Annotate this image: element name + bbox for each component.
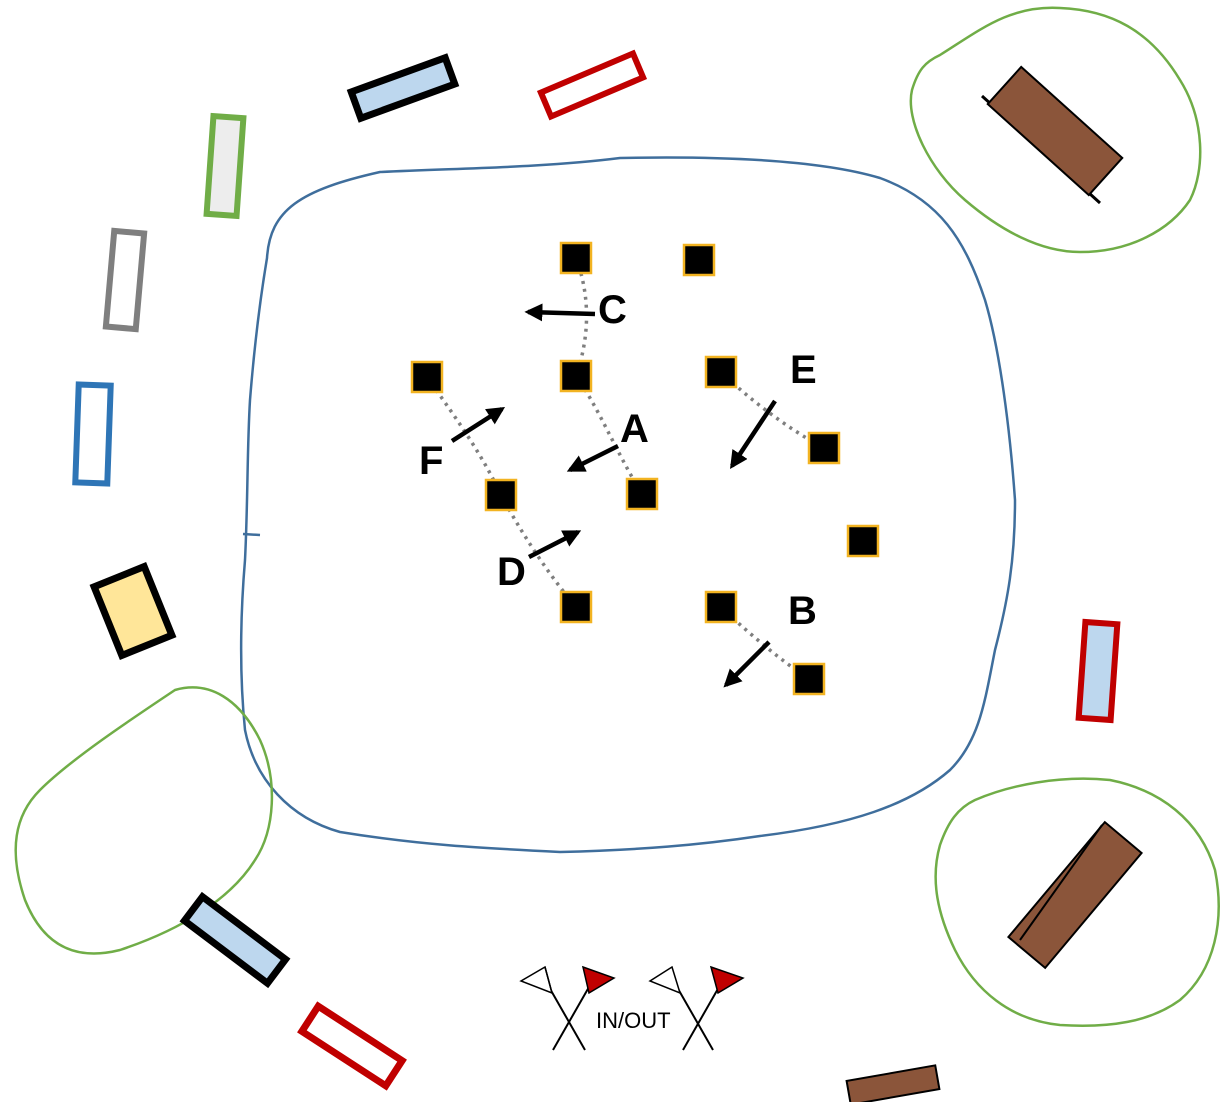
jump-yellow-left — [89, 562, 177, 660]
arrow-d — [527, 529, 582, 560]
marker — [807, 431, 841, 465]
tree-area-bottom-right — [934, 777, 1220, 1027]
marker — [559, 241, 593, 275]
marker — [846, 524, 880, 558]
entrance-flag-left — [519, 965, 616, 1051]
marker — [682, 243, 716, 277]
arrow-b — [723, 640, 771, 688]
marker — [410, 360, 444, 394]
gate-line-c — [574, 257, 589, 377]
jump-light-blue-black-top — [346, 53, 460, 123]
gate-label-b: B — [788, 589, 817, 633]
jump-blue-left — [72, 381, 114, 487]
gate-label-a: A — [620, 407, 649, 451]
marker — [704, 590, 738, 624]
red-flag-icon — [709, 965, 745, 995]
brown-log-bottom — [845, 1064, 941, 1102]
jump-red-bottom — [297, 1001, 407, 1091]
entrance-label: IN/OUT — [596, 1008, 671, 1033]
marker — [625, 477, 659, 511]
jump-gray-left — [102, 227, 148, 333]
gate-line-e — [719, 370, 825, 450]
gate-label-e: E — [790, 348, 817, 392]
white-flag-icon — [648, 965, 682, 995]
marker — [792, 662, 826, 696]
jump-light-blue-black-bottom — [179, 891, 291, 989]
arrow-f — [450, 407, 506, 443]
arrow-a — [566, 443, 620, 473]
gate-line-d — [499, 494, 578, 609]
marker — [559, 359, 593, 393]
red-flag-icon — [581, 965, 616, 995]
jump-light-blue-red-right — [1075, 618, 1121, 724]
marker — [704, 355, 738, 389]
tree-area-top-right — [909, 6, 1202, 254]
gate-label-c: C — [598, 288, 627, 332]
gate-label-d: D — [497, 550, 526, 594]
marker — [484, 478, 518, 512]
gate-label-f: F — [419, 439, 443, 483]
entrance-flag-right — [648, 965, 745, 1051]
direction-arrows — [450, 303, 777, 688]
arena-boundary — [240, 156, 1017, 854]
white-flag-icon — [519, 965, 554, 995]
arena-boundary-notch — [242, 532, 261, 537]
markers — [410, 241, 880, 696]
marker — [559, 590, 593, 624]
jump-green-left — [203, 112, 247, 220]
brown-log-bottom-right — [1006, 820, 1144, 970]
arrow-c — [524, 303, 596, 322]
arrow-e — [730, 399, 777, 470]
gate-line-b — [719, 605, 810, 681]
brown-log-top-right — [980, 65, 1124, 205]
tree-area-bottom-left — [14, 686, 274, 955]
jump-red-top — [536, 49, 648, 121]
